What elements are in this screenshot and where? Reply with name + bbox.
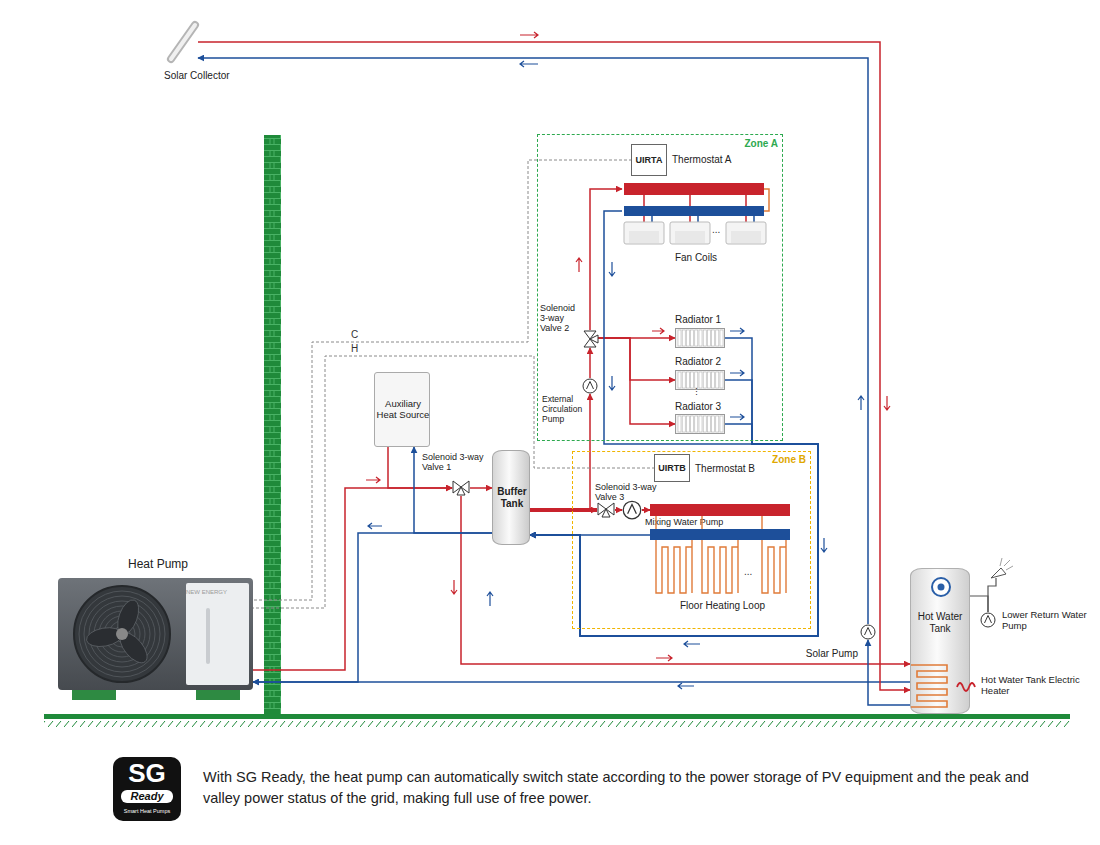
- solar-pump: Solar Pump: [860, 624, 876, 640]
- buffer-tank: Buffer Tank: [492, 450, 530, 545]
- node-label: Mixing Water Pump: [645, 517, 741, 528]
- node-sublabel: Hot Water Tank Electric Heater: [981, 675, 1081, 697]
- water-pipe: [530, 534, 650, 536]
- node-shape: [582, 330, 598, 348]
- node-shape: [622, 182, 770, 246]
- water-pipe: [598, 338, 675, 424]
- node-sublabel: Smart Heat Pumps: [113, 808, 181, 815]
- node-label: Heat Pump: [128, 557, 238, 571]
- water-pipe: [970, 596, 988, 612]
- solar-collector: Solar Collector: [168, 22, 198, 62]
- node-label: Solar Collector: [164, 70, 254, 82]
- control-wire: [253, 356, 655, 608]
- node-label: Solenoid 3-way Valve 1: [422, 452, 490, 472]
- node-label: Fan Coils: [622, 252, 770, 264]
- radiator: Radiator 1: [675, 328, 725, 348]
- water-pipe: [253, 681, 910, 683]
- water-pipe: [414, 447, 492, 533]
- heat-pump-unit: Heat Pump: [58, 578, 253, 700]
- annotation-label: NEW ENERGY: [186, 589, 227, 596]
- water-pipe: [868, 640, 910, 705]
- shower-head: [988, 558, 1013, 612]
- thermostat: UIRTAThermostat A: [632, 145, 666, 175]
- ground-line: [44, 714, 1070, 719]
- auxiliary-heater-box: Auxiliary Heat Source: [374, 372, 430, 447]
- node-shape: [650, 503, 795, 597]
- three-way-valve: Solenoid 3-way Valve 3: [597, 502, 615, 518]
- node-label: Zone B: [756, 454, 806, 466]
- node-label: Solenoid 3-way Valve 3: [595, 482, 659, 502]
- node-label: External Circulation Pump: [542, 395, 582, 424]
- thermostat: UIRTBThermostat B: [655, 455, 689, 481]
- radiator: Radiator 3: [675, 414, 725, 434]
- water-pipe: [642, 509, 650, 511]
- annotation-label: ⋮: [692, 388, 701, 398]
- three-way-valve: Solenoid 3-way Valve 2: [582, 330, 598, 348]
- node-shape: [860, 624, 876, 640]
- node-label: UIRTA: [632, 155, 666, 166]
- node-shape: [58, 578, 253, 700]
- water-pipe: [530, 338, 818, 636]
- node-label: Hot Water Tank: [911, 611, 969, 635]
- wire-label: C: [350, 329, 359, 340]
- node-label: Solenoid 3-way Valve 2: [540, 303, 580, 333]
- sg-ready-logo: SG ReadySmart Heat Pumps: [113, 757, 181, 821]
- water-pipe: [615, 509, 622, 511]
- node-shape: [597, 502, 615, 518]
- caption-text: With SG Ready, the heat pump can automat…: [203, 767, 1043, 809]
- hot-water-tank: Hot Water TankHot Water Tank Electric He…: [910, 568, 970, 714]
- zone-region: Zone AUIRTAThermostat AFan CoilsSolenoid…: [538, 135, 782, 440]
- radiator: Radiator 2: [675, 370, 725, 390]
- annotation-label: ...: [712, 224, 720, 235]
- return-pump: Lower Return Water Pump: [980, 612, 996, 628]
- water-pipe: [470, 487, 492, 489]
- node-shape: [675, 370, 725, 390]
- annotation-label: ...: [744, 566, 752, 577]
- water-pipe: [253, 488, 452, 670]
- green-wall: [264, 135, 281, 716]
- node-shape: [675, 328, 725, 348]
- node-shape: [980, 612, 996, 628]
- node-sublabel: Thermostat B: [695, 463, 777, 475]
- wire-label: H: [350, 343, 359, 354]
- floor-heating-loop: Floor Heating Loop: [650, 503, 795, 597]
- control-wire: [253, 160, 632, 600]
- node-label: Floor Heating Loop: [650, 600, 795, 612]
- ground-hatch: [44, 719, 1070, 727]
- node-label: Lower Return Water Pump: [1002, 610, 1094, 632]
- water-pipe: [198, 58, 868, 624]
- zone-region: Zone BUIRTBThermostat BSolenoid 3-way Va…: [573, 452, 810, 628]
- node-label: Zone A: [724, 138, 778, 150]
- water-pipe: [198, 42, 910, 690]
- node-label: Auxiliary Heat Source: [375, 398, 431, 421]
- node-sublabel: Ready: [121, 790, 173, 803]
- node-sublabel: Thermostat A: [672, 154, 754, 166]
- water-pipe: [530, 380, 818, 636]
- node-label: SG: [113, 760, 181, 787]
- water-pipe: [589, 348, 591, 378]
- flow-arrows: [366, 32, 890, 689]
- node-label: UIRTB: [655, 463, 689, 474]
- water-pipe: [530, 211, 818, 636]
- node-label: Solar Pump: [796, 648, 858, 660]
- node-shape: [582, 378, 598, 394]
- water-pipe: [530, 394, 590, 510]
- circulation-pump: External Circulation Pump: [582, 378, 598, 394]
- node-shape: [622, 500, 642, 520]
- fan-coil-group: Fan Coils: [622, 182, 770, 246]
- node-label: Buffer Tank: [493, 486, 531, 510]
- water-pipe: [598, 338, 675, 380]
- node-label: Radiator 2: [675, 356, 745, 368]
- node-shape: [168, 22, 198, 62]
- node-shape: [911, 569, 971, 715]
- water-pipe: [590, 189, 622, 330]
- node-label: Radiator 1: [675, 314, 745, 326]
- node-shape: [452, 480, 470, 496]
- node-label: Radiator 3: [675, 401, 745, 413]
- water-pipe: [530, 424, 818, 636]
- mixing-pump: Mixing Water Pump: [622, 500, 642, 520]
- three-way-valve: Solenoid 3-way Valve 1: [452, 480, 470, 496]
- node-shape: [675, 414, 725, 434]
